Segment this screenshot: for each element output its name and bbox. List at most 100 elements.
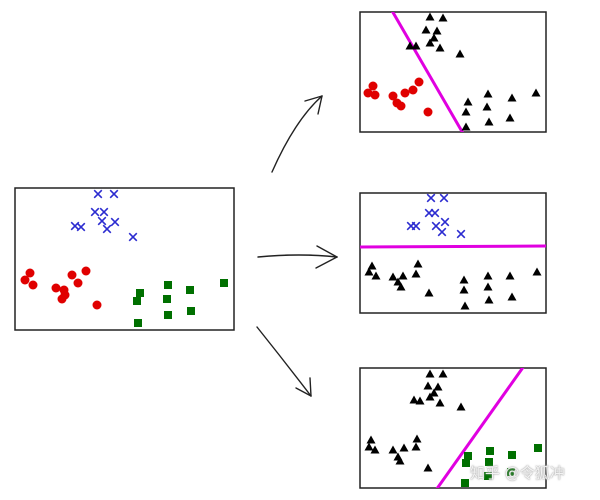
blue-cross-marker	[440, 217, 450, 227]
black-triangle-marker	[483, 282, 493, 291]
black-triangle-marker	[505, 271, 515, 280]
black-triangle-marker	[482, 102, 492, 111]
black-triangle-marker	[425, 38, 435, 47]
green-square-marker	[508, 451, 516, 459]
black-triangle-marker	[507, 93, 517, 102]
red-circle-marker	[388, 91, 398, 101]
black-triangle-marker	[388, 445, 398, 454]
blue-cross-marker	[128, 232, 138, 242]
black-triangle-marker	[438, 369, 448, 378]
blue-cross-marker	[70, 221, 80, 231]
blue-cross-marker	[456, 229, 466, 239]
arrow-to-top	[271, 95, 323, 173]
green-square-marker	[187, 307, 195, 315]
green-square-marker	[485, 458, 493, 466]
black-triangle-marker	[366, 435, 376, 444]
black-triangle-marker	[425, 392, 435, 401]
black-triangle-marker	[433, 382, 443, 391]
black-triangle-marker	[425, 369, 435, 378]
green-square-marker	[461, 479, 469, 487]
green-square-marker	[486, 447, 494, 455]
blue-cross-marker	[102, 224, 112, 234]
blue-cross-marker	[437, 227, 447, 237]
blue-cross-marker	[109, 189, 119, 199]
black-triangle-marker	[371, 271, 381, 280]
red-circle-marker	[51, 283, 61, 293]
black-triangle-marker	[411, 269, 421, 278]
black-triangle-marker	[507, 292, 517, 301]
green-square-marker	[186, 286, 194, 294]
black-triangle-marker	[531, 88, 541, 97]
black-triangle-marker	[411, 442, 421, 451]
black-triangle-marker	[423, 381, 433, 390]
black-triangle-marker	[459, 275, 469, 284]
green-square-marker	[464, 452, 472, 460]
middle-panel	[359, 192, 547, 314]
black-triangle-marker	[398, 271, 408, 280]
green-square-marker	[220, 279, 228, 287]
blue-cross-marker	[110, 217, 120, 227]
green-square-marker	[136, 289, 144, 297]
original-panel	[14, 187, 235, 331]
green-square-marker	[164, 311, 172, 319]
black-triangle-marker	[483, 89, 493, 98]
red-circle-marker	[363, 88, 373, 98]
red-circle-marker	[67, 270, 77, 280]
black-triangle-marker	[421, 25, 431, 34]
black-triangle-marker	[483, 271, 493, 280]
red-circle-marker	[73, 278, 83, 288]
red-circle-marker	[370, 90, 380, 100]
black-triangle-marker	[484, 117, 494, 126]
red-circle-marker	[368, 81, 378, 91]
green-square-marker	[133, 297, 141, 305]
black-triangle-marker	[399, 443, 409, 452]
blue-cross-marker	[99, 207, 109, 217]
blue-cross-marker	[97, 216, 107, 226]
red-circle-marker	[81, 266, 91, 276]
blue-cross-marker	[426, 193, 436, 203]
black-triangle-marker	[364, 267, 374, 276]
black-triangle-marker	[429, 388, 439, 397]
red-circle-marker	[20, 275, 30, 285]
black-triangle-marker	[388, 272, 398, 281]
black-triangle-marker	[425, 12, 435, 21]
green-square-marker	[507, 468, 515, 476]
black-triangle-marker	[461, 107, 471, 116]
boundary-line-top	[391, 12, 464, 132]
black-triangle-marker	[484, 295, 494, 304]
boundary-line-bottom	[435, 368, 525, 488]
green-square-marker	[163, 295, 171, 303]
black-triangle-marker	[461, 122, 471, 131]
black-triangle-marker	[364, 442, 374, 451]
arrow-to-bottom	[256, 326, 312, 397]
black-triangle-marker	[395, 456, 405, 465]
green-square-marker	[134, 319, 142, 327]
red-circle-marker	[28, 280, 38, 290]
red-circle-marker	[92, 300, 102, 310]
green-square-marker	[164, 281, 172, 289]
black-triangle-marker	[463, 97, 473, 106]
red-circle-marker	[408, 85, 418, 95]
markers	[20, 12, 542, 487]
blue-cross-marker	[439, 193, 449, 203]
black-triangle-marker	[460, 301, 470, 310]
blue-cross-marker	[93, 189, 103, 199]
black-triangle-marker	[367, 261, 377, 270]
black-triangle-marker	[393, 277, 403, 286]
black-triangle-marker	[432, 26, 442, 35]
blue-cross-marker	[430, 208, 440, 218]
black-triangle-marker	[396, 282, 406, 291]
green-square-marker	[462, 459, 470, 467]
black-triangle-marker	[455, 49, 465, 58]
black-triangle-marker	[412, 434, 422, 443]
black-triangle-marker	[415, 396, 425, 405]
black-triangle-marker	[429, 33, 439, 42]
arrow-to-middle	[257, 245, 338, 269]
black-triangle-marker	[409, 395, 419, 404]
top-panel	[359, 11, 547, 133]
red-circle-marker	[400, 88, 410, 98]
black-triangle-marker	[411, 41, 421, 50]
green-square-marker	[484, 472, 492, 480]
red-circle-marker	[423, 107, 433, 117]
